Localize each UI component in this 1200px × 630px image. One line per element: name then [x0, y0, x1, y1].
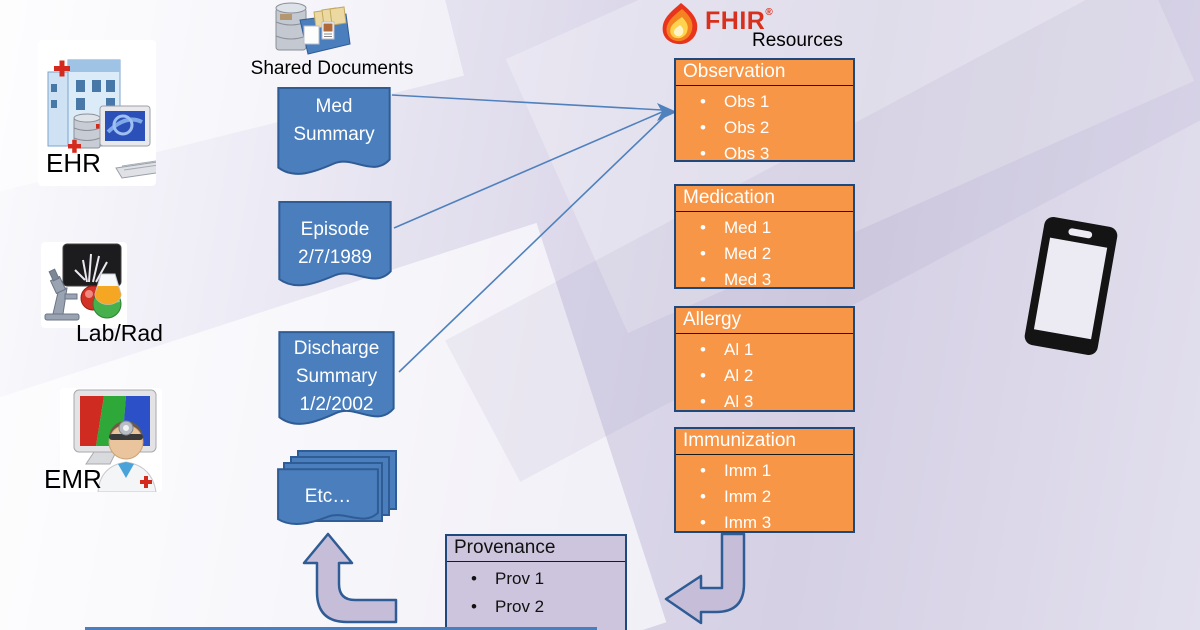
resource-item: Med 3 [676, 267, 853, 293]
fhir-resources-label: Resources [752, 30, 843, 51]
registered-mark: ® [765, 7, 774, 18]
resource-box-allergy: Allergy Al 1 Al 2 Al 3 [674, 306, 855, 415]
document-discharge-summary: Discharge Summary 1/2/2002 [277, 330, 396, 439]
labrad-icon-card [41, 242, 127, 328]
resource-item: Obs 2 [676, 115, 853, 141]
resource-item: Imm 2 [676, 484, 853, 510]
document-line: Discharge [293, 338, 380, 359]
fhir-flame-icon [662, 3, 698, 45]
smartphone-icon [1023, 215, 1119, 357]
provenance-title: Provenance [447, 536, 625, 562]
resource-title: Medication [676, 186, 853, 212]
labrad-xray-microscope-icon [44, 243, 122, 321]
provenance-item: Prov 2 [447, 593, 625, 621]
resource-title: Allergy [676, 308, 853, 334]
source-label-labrad: Lab/Rad [76, 320, 163, 346]
bottom-edge-bar [85, 627, 597, 630]
ehr-hospital-icon [47, 59, 177, 179]
provenance-item: Prov 1 [447, 565, 625, 593]
fhir-wordmark: FHIR® [705, 7, 774, 35]
document-line: 2/7/1989 [298, 247, 372, 268]
shared-documents-icon [275, 2, 351, 55]
emr-icon-card [60, 388, 162, 493]
document-episode: Episode 2/7/1989 [277, 200, 393, 299]
document-line: Etc… [304, 486, 352, 507]
document-med-summary: Med Summary [276, 86, 392, 188]
shared-documents-label: Shared Documents [250, 58, 414, 79]
resource-item: Imm 3 [676, 510, 853, 536]
document-line: Med [315, 96, 353, 117]
curved-left-arrow [664, 532, 746, 625]
document-line: 1/2/2002 [299, 394, 374, 415]
ehr-icon-card: EHR [38, 40, 177, 186]
resource-item: Al 2 [676, 363, 853, 389]
resource-item: Al 1 [676, 337, 853, 363]
curved-up-arrow [302, 532, 398, 624]
resource-item: Obs 1 [676, 89, 853, 115]
resource-item: Al 3 [676, 389, 853, 415]
resource-item: Imm 1 [676, 458, 853, 484]
document-line: Episode [300, 219, 370, 240]
emr-doctor-monitor-icon [73, 389, 157, 493]
resource-item: Med 2 [676, 241, 853, 267]
resource-item: Med 1 [676, 215, 853, 241]
document-line: Summary [295, 366, 378, 387]
resource-item: Obs 3 [676, 141, 853, 167]
resource-box-immunization: Immunization Imm 1 Imm 2 Imm 3 [674, 427, 855, 536]
resource-box-observation: Observation Obs 1 Obs 2 Obs 3 [674, 58, 855, 167]
phone-screen [1033, 237, 1108, 340]
resource-title: Observation [676, 60, 853, 86]
source-label-ehr: EHR [46, 148, 101, 178]
provenance-box: Provenance Prov 1 Prov 2 Prov 3 [445, 534, 627, 630]
resource-box-medication: Medication Med 1 Med 2 Med 3 [674, 184, 855, 293]
source-label-emr: EMR [44, 464, 102, 494]
resource-title: Immunization [676, 429, 853, 455]
document-line: Summary [293, 124, 375, 145]
phone-speaker [1067, 227, 1093, 239]
